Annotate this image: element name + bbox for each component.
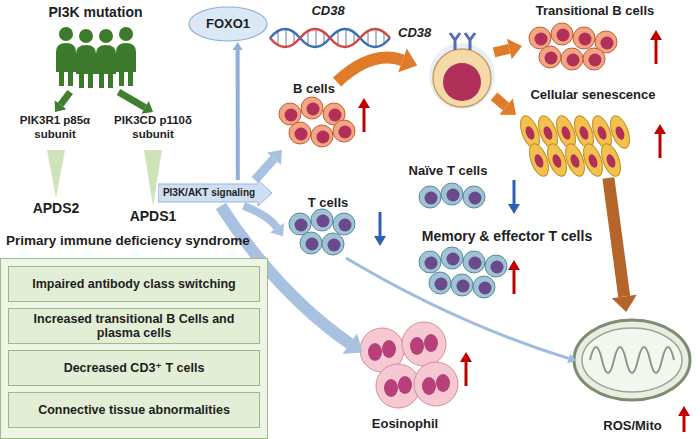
t-cell-cluster xyxy=(289,209,355,255)
feature-box: Increased transitional B Cells and plasm… xyxy=(8,308,260,344)
arrow-shaft xyxy=(61,92,71,105)
node-text: APDS2 xyxy=(33,200,80,216)
arrow-shaft xyxy=(255,159,274,180)
cell-group: Memory & effector T cells xyxy=(392,228,622,304)
connector-arrow xyxy=(233,42,243,180)
b-cell-cluster xyxy=(279,97,355,147)
signaling-band: PI3K/AKT signaling xyxy=(158,180,272,206)
node-text: Decreased CD3⁺ T cells xyxy=(64,361,205,375)
cell-group: Transitional B cells xyxy=(522,4,668,74)
arrow-head xyxy=(141,101,153,114)
connector-arrow xyxy=(255,150,282,180)
arrow-head xyxy=(55,100,67,112)
node-text: T cells xyxy=(283,196,373,211)
node-text: Connective tissue abnormalities xyxy=(38,403,230,417)
arrow-shaft xyxy=(608,178,624,297)
connector-arrow xyxy=(494,39,522,59)
feature-box: Impaired antibody class switching xyxy=(8,266,260,302)
node-text: ROS/Mito xyxy=(570,419,695,434)
arrow-head xyxy=(567,354,576,364)
node-text: Increased transitional B Cells and plasm… xyxy=(15,312,253,341)
arrow-head xyxy=(267,150,282,165)
connector-arrow xyxy=(337,48,417,82)
arrow-shaft xyxy=(337,58,403,82)
node-text: CD38 xyxy=(268,4,388,19)
node-text: Eosinophil xyxy=(352,417,458,432)
arrow-head xyxy=(398,48,417,72)
senescent-cell-cluster xyxy=(517,113,634,178)
connector-arrow xyxy=(346,258,576,363)
cell-group: Eosinophil xyxy=(352,326,458,432)
dna-helix xyxy=(270,29,390,47)
node-text: Naïve T cells xyxy=(388,164,508,179)
arrow-shaft xyxy=(346,258,569,358)
arrow-shaft xyxy=(494,96,506,106)
mutation-group: PI3K mutation xyxy=(38,2,153,92)
node-text: Impaired antibody class switching xyxy=(32,277,236,291)
organelle-group: ROS/Mito xyxy=(570,312,695,434)
factor-ellipse: FOXO1 xyxy=(188,6,268,42)
cell-group: B cells xyxy=(268,82,360,150)
t-cell-cluster xyxy=(419,183,485,208)
arrow-head xyxy=(233,42,243,50)
gene-strand: CD38 xyxy=(268,4,388,50)
node-text: CD38 xyxy=(398,26,494,41)
feature-box: Decreased CD3⁺ T cells xyxy=(8,350,260,386)
node-text: APDS1 xyxy=(130,208,177,224)
arrow-shaft xyxy=(236,50,240,180)
cell-group: Cellular senescence xyxy=(516,88,670,178)
ellipse-shape xyxy=(189,7,267,41)
arrow-head xyxy=(507,39,522,59)
syndrome-label: APDS2 xyxy=(25,198,87,218)
arrow-head xyxy=(270,223,284,236)
arrow-head xyxy=(343,333,363,354)
feature-box: Connective tissue abnormalities xyxy=(8,392,260,428)
arrow-shaft xyxy=(244,206,278,228)
connector-arrow xyxy=(47,92,70,198)
cd38-cell xyxy=(429,33,495,109)
arrow-head xyxy=(47,150,65,198)
node-text: PI3K/AKT signaling xyxy=(163,187,267,199)
receptor-cell: CD38 xyxy=(398,26,494,114)
connector-arrow xyxy=(119,92,163,206)
b-cell-cluster xyxy=(529,23,617,70)
node-text: Transitional B cells xyxy=(522,4,668,19)
node-text: Memory & effector T cells xyxy=(392,228,622,244)
people-icon xyxy=(56,27,136,88)
node-text: FOXO1 xyxy=(206,17,250,32)
arrow-shaft xyxy=(119,92,146,107)
node-text: Cellular senescence xyxy=(516,88,670,103)
arrow-head xyxy=(499,99,516,115)
connector-arrow xyxy=(494,96,516,115)
mitochondrion xyxy=(574,320,690,400)
increase-arrow xyxy=(358,30,690,432)
arrow-head xyxy=(612,295,637,312)
cell-group: Naïve T cells xyxy=(388,164,508,216)
eosinophil-cluster xyxy=(360,322,458,408)
node-text: PI3K mutation xyxy=(38,4,153,20)
cell-group: T cells xyxy=(283,196,373,258)
edge-label: PIK3CD p110δ subunit xyxy=(113,114,193,142)
connector-arrow xyxy=(608,178,636,312)
syndrome-label: APDS1 xyxy=(126,206,180,226)
t-cell-cluster xyxy=(419,247,507,298)
node-text: B cells xyxy=(268,82,360,97)
arrow-shaft xyxy=(494,49,509,53)
band-shape xyxy=(158,180,272,206)
connector-arrow xyxy=(244,206,284,236)
node-text: Primary immune deficiency syndrome xyxy=(6,233,268,249)
feature-panel: Primary immune deficiency syndromeImpair… xyxy=(0,228,268,439)
edge-label: PIK3R1 p85α subunit xyxy=(15,114,95,142)
